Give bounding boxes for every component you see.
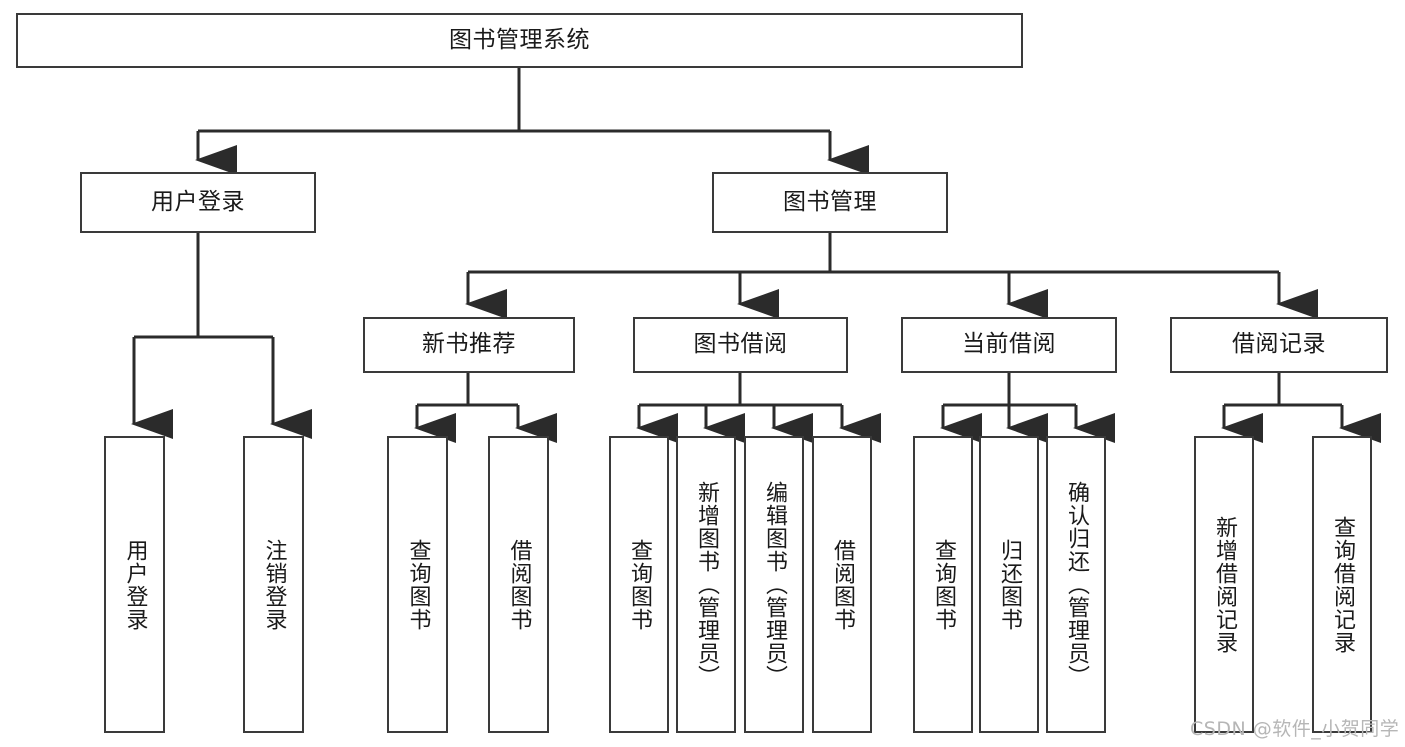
node-leaf-edit-book[interactable]: 编辑图书（管理员） (744, 436, 804, 733)
node-new-book-recommend[interactable]: 新书推荐 (363, 317, 575, 373)
node-leaf-borrow-book-2[interactable]: 借阅图书 (812, 436, 872, 733)
node-leaf-borrow-book-1[interactable]: 借阅图书 (488, 436, 549, 733)
node-leaf-query-book-2-label: 查询图书 (626, 538, 652, 631)
node-leaf-query-book-1[interactable]: 查询图书 (387, 436, 448, 733)
node-book-manage[interactable]: 图书管理 (712, 172, 948, 233)
node-leaf-return-book[interactable]: 归还图书 (979, 436, 1039, 733)
node-leaf-query-record[interactable]: 查询借阅记录 (1312, 436, 1372, 733)
node-leaf-add-record-label: 新增借阅记录 (1211, 515, 1237, 654)
node-leaf-borrow-book-1-label: 借阅图书 (506, 538, 532, 631)
csdn-watermark: CSDN @软件_小贺同学 (1190, 718, 1400, 740)
node-book-manage-label: 图书管理 (783, 188, 877, 215)
node-user-login-label: 用户登录 (151, 188, 245, 215)
node-root[interactable]: 图书管理系统 (16, 13, 1023, 68)
node-current-borrow-label: 当前借阅 (962, 331, 1056, 358)
node-leaf-user-login[interactable]: 用户登录 (104, 436, 165, 733)
node-book-borrow[interactable]: 图书借阅 (633, 317, 848, 373)
node-leaf-query-record-label: 查询借阅记录 (1329, 515, 1355, 654)
node-leaf-borrow-book-2-label: 借阅图书 (829, 538, 855, 631)
node-leaf-confirm-return-label: 确认归还（管理员） (1063, 481, 1089, 688)
node-leaf-logout-login-label: 注销登录 (261, 538, 287, 631)
node-leaf-add-book[interactable]: 新增图书（管理员） (676, 436, 736, 733)
node-leaf-edit-book-label: 编辑图书（管理员） (761, 481, 787, 688)
node-leaf-add-book-label: 新增图书（管理员） (693, 481, 719, 688)
node-leaf-logout-login[interactable]: 注销登录 (243, 436, 304, 733)
node-leaf-user-login-label: 用户登录 (122, 538, 148, 631)
node-root-label: 图书管理系统 (449, 26, 590, 53)
node-new-book-recommend-label: 新书推荐 (422, 331, 516, 358)
node-leaf-confirm-return[interactable]: 确认归还（管理员） (1046, 436, 1106, 733)
node-leaf-return-book-label: 归还图书 (996, 538, 1022, 631)
node-leaf-query-book-3[interactable]: 查询图书 (913, 436, 973, 733)
node-borrow-record[interactable]: 借阅记录 (1170, 317, 1388, 373)
node-leaf-query-book-3-label: 查询图书 (930, 538, 956, 631)
node-leaf-query-book-2[interactable]: 查询图书 (609, 436, 669, 733)
node-user-login[interactable]: 用户登录 (80, 172, 316, 233)
node-borrow-record-label: 借阅记录 (1232, 331, 1326, 358)
node-current-borrow[interactable]: 当前借阅 (901, 317, 1117, 373)
node-book-borrow-label: 图书借阅 (693, 331, 788, 358)
node-leaf-query-book-1-label: 查询图书 (405, 538, 431, 631)
node-leaf-add-record[interactable]: 新增借阅记录 (1194, 436, 1254, 733)
